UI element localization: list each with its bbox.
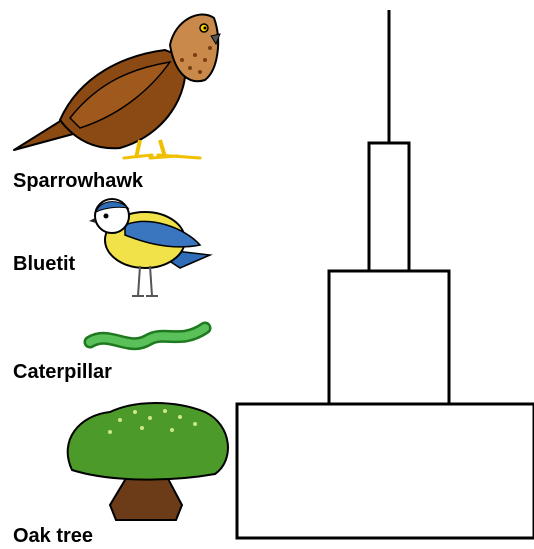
bluetit-icon	[89, 198, 213, 297]
label-caterpillar: Caterpillar	[13, 361, 112, 383]
caterpillar-icon	[83, 321, 212, 351]
pyramid-of-numbers	[235, 10, 534, 540]
pyramid-level-bluetit	[367, 141, 411, 273]
label-oak-tree: Oak tree	[13, 525, 93, 547]
sparrowhawk-icon	[13, 13, 221, 160]
oak-tree-icon	[66, 402, 229, 521]
pyramid-level-oak-tree	[235, 402, 534, 540]
label-bluetit: Bluetit	[13, 253, 76, 275]
label-sparrowhawk: Sparrowhawk	[13, 170, 144, 192]
pyramid-level-caterpillar	[327, 269, 451, 406]
